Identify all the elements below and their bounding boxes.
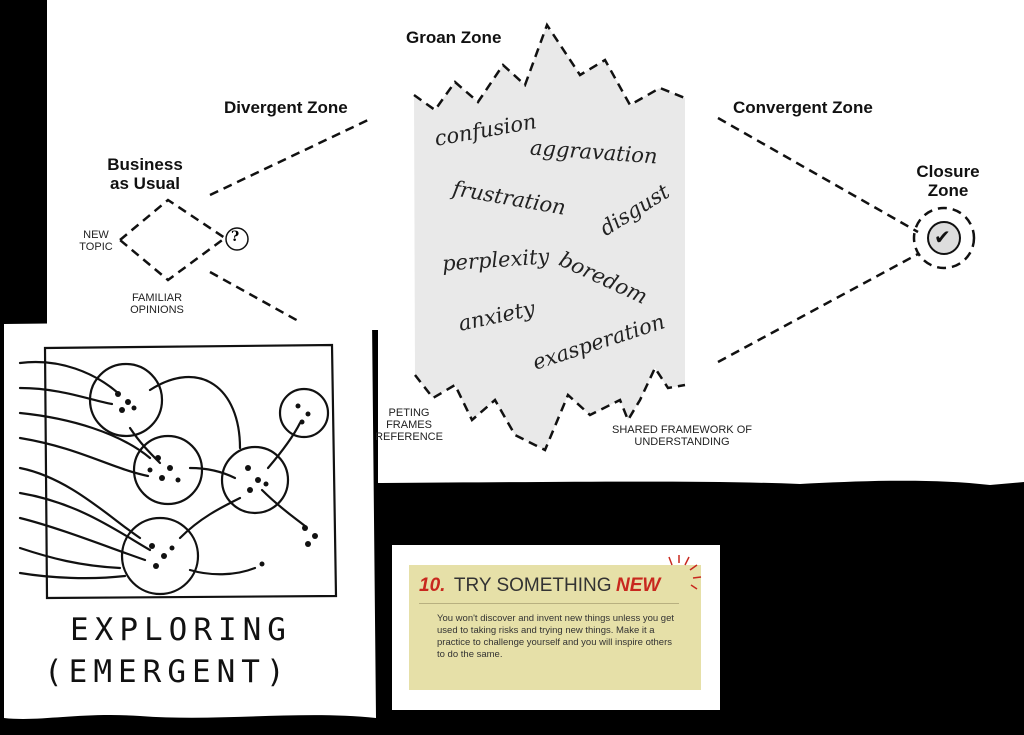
groan-zone-area xyxy=(414,25,685,450)
new-topic-label: NEW TOPIC xyxy=(79,229,113,253)
sketch-caption-line2: (EMERGENT) xyxy=(44,654,291,690)
sketch-cluster-4 xyxy=(278,387,330,439)
groan-zone-bottom-edge xyxy=(414,365,686,452)
convergent-upper-line xyxy=(717,116,919,234)
sketch-caption-line1: EXPLORING xyxy=(70,612,292,648)
closure-check-circle xyxy=(927,221,961,255)
tip-title-row: 10. TRY SOMETHING NEW xyxy=(419,575,679,604)
tip-title-emphasis: NEW xyxy=(615,575,661,596)
sketch-drawing xyxy=(4,320,376,719)
burst-icon xyxy=(668,555,702,590)
business-as-usual-label: Business as Usual xyxy=(107,155,183,193)
tip-card: 10. TRY SOMETHING NEW You won't discover… xyxy=(392,545,720,710)
sketch-cluster-1 xyxy=(88,362,164,438)
groan-zone-top-edge xyxy=(413,22,686,112)
familiar-opinions-label: FAMILIAR OPINIONS xyxy=(130,292,184,316)
tip-card-body: 10. TRY SOMETHING NEW You won't discover… xyxy=(409,555,702,690)
tip-title: TRY SOMETHING xyxy=(453,575,612,596)
divergent-lower-line xyxy=(209,270,301,324)
sketch-card: EXPLORING (EMERGENT) xyxy=(0,318,376,728)
groan-zone-label: Groan Zone xyxy=(406,28,502,47)
shared-framework-label: SHARED FRAMEWORK OF UNDERSTANDING xyxy=(612,424,752,448)
check-mark-icon: ✔ xyxy=(934,227,951,249)
closure-zone-label: Closure Zone xyxy=(916,162,980,200)
tip-number: 10. xyxy=(419,575,446,596)
tip-body-text: You won't discover and invent new things… xyxy=(437,613,675,660)
convergent-zone-label: Convergent Zone xyxy=(733,98,873,117)
sketch-cluster-5 xyxy=(120,516,200,596)
sketch-cluster-2 xyxy=(132,434,204,506)
question-mark: ? xyxy=(231,229,240,245)
divergent-zone-label: Divergent Zone xyxy=(224,98,348,117)
competing-frames-label: PETING FRAMES REFERENCE xyxy=(375,407,443,443)
convergent-lower-line xyxy=(717,252,919,364)
sketch-cluster-3 xyxy=(220,445,290,515)
sketch-frame xyxy=(43,343,338,600)
question-circle xyxy=(225,227,249,251)
closure-ring xyxy=(912,206,976,270)
